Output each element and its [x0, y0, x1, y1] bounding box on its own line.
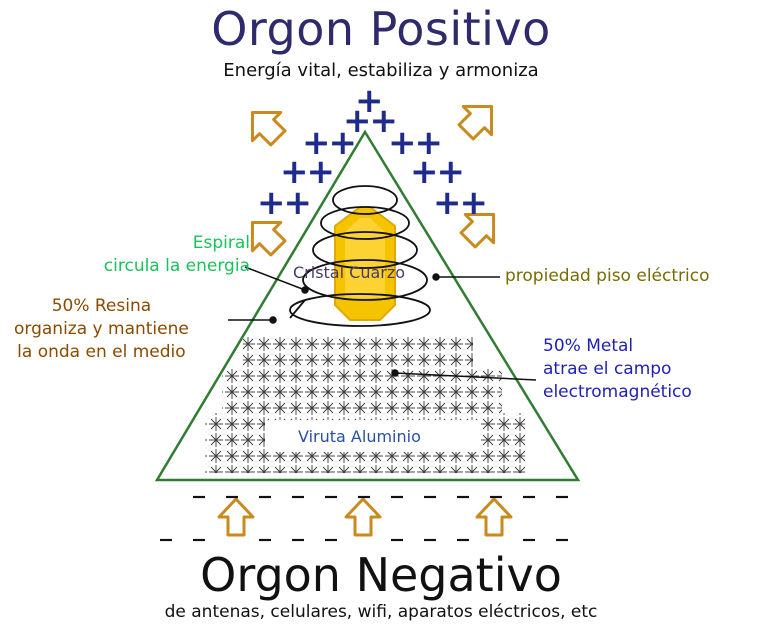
- arrow-up-left-top-icon: [250, 110, 287, 147]
- resin-callout-line3: la onda en el medio: [17, 342, 186, 362]
- arrow-up-bottom-center-icon: [344, 497, 382, 537]
- plus-sign: ++: [433, 183, 488, 223]
- metal-callout-line2: atrae el campo: [543, 359, 672, 379]
- arrow-up-bottom-left-icon: [217, 497, 255, 537]
- metal-callout-line3: electromagnético: [543, 382, 692, 402]
- title-orgon-negativo: Orgon Negativo: [200, 548, 562, 602]
- title-orgon-positivo: Orgon Positivo: [211, 2, 551, 56]
- negative-dashes: [160, 495, 568, 542]
- plus-sign: ++: [302, 123, 357, 163]
- plus-sign: ++: [257, 183, 312, 223]
- piezo-callout: propiedad piso eléctrico: [505, 266, 710, 286]
- arrow-up-left-mid-icon: [250, 220, 287, 257]
- resin-callout-line2: organiza y mantiene: [14, 319, 189, 339]
- crystal-label: Cristal Cuarzo: [293, 263, 406, 282]
- subtitle-positivo: Energía vital, estabiliza y armoniza: [223, 60, 539, 81]
- arrow-up-right-top-icon: [457, 104, 494, 141]
- plus-sign: +: [355, 81, 383, 121]
- resin-callout-line1: 50% Resina: [51, 296, 152, 316]
- subtitle-negativo: de antenas, celulares, wifi, aparatos el…: [164, 602, 598, 622]
- arrow-up-right-mid-icon: [459, 212, 496, 249]
- aluminum-shavings: [205, 335, 525, 473]
- plus-sign: ++: [388, 123, 443, 163]
- spiral-callout: Espiral circula la energia: [104, 232, 250, 278]
- spiral-callout-line2: circula la energia: [103, 256, 250, 276]
- aluminum-label-bg: [265, 420, 480, 452]
- arrow-up-bottom-right-icon: [475, 497, 513, 537]
- plus-sign: ++: [280, 152, 335, 192]
- metal-callout: 50% Metal atrae el campo electromagnétic…: [543, 335, 692, 404]
- metal-callout-line1: 50% Metal: [543, 336, 634, 356]
- spiral-callout-line1: Espiral: [192, 233, 250, 253]
- resin-callout: 50% Resina organiza y mantiene la onda e…: [14, 295, 189, 364]
- aluminum-label: Viruta Aluminio: [298, 427, 421, 446]
- plus-sign: ++: [410, 152, 465, 192]
- plus-sign: ++: [343, 101, 398, 141]
- spiral-coil: [289, 185, 431, 327]
- pyramid-outline: [154, 129, 581, 482]
